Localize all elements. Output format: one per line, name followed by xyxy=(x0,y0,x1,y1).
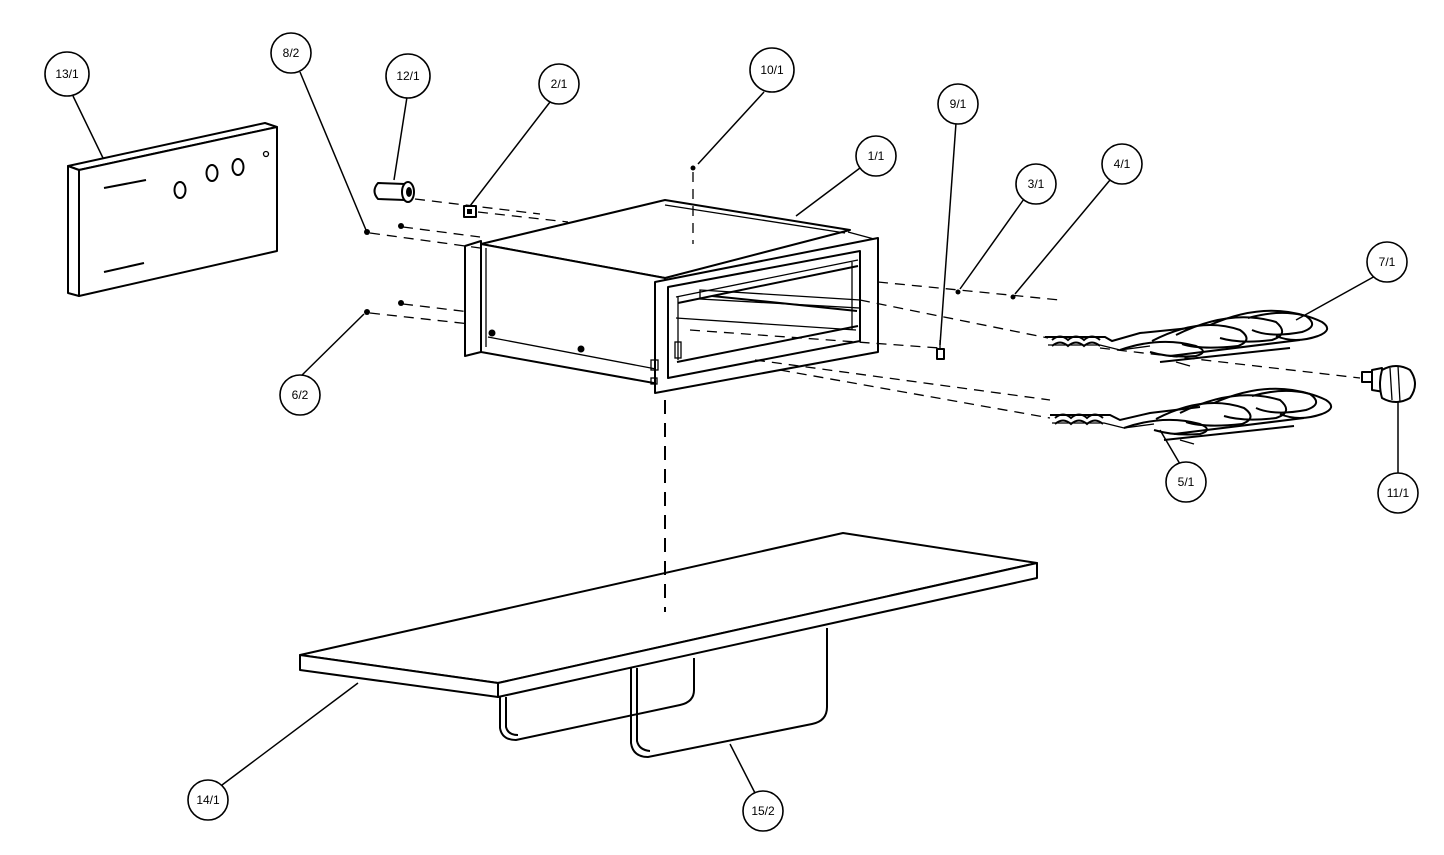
callout-11-1[interactable]: 11/1 xyxy=(1377,472,1419,514)
callouts: 13/1 8/2 12/1 2/1 10/1 1/1 9/1 3/1 4/1 7… xyxy=(44,32,1419,832)
main-housing-part[interactable] xyxy=(464,199,879,394)
callout-label: 11/1 xyxy=(1387,486,1410,500)
upper-heating-element-part[interactable] xyxy=(1045,309,1329,367)
base-plate-part[interactable] xyxy=(299,532,1038,698)
callout-8-2[interactable]: 8/2 xyxy=(270,32,312,74)
callout-label: 9/1 xyxy=(950,97,967,111)
callout-label: 13/1 xyxy=(55,67,79,81)
lower-heating-element-part[interactable] xyxy=(1050,387,1333,445)
callout-13-1[interactable]: 13/1 xyxy=(44,51,90,97)
callout-label: 7/1 xyxy=(1379,255,1396,269)
callout-10-1[interactable]: 10/1 xyxy=(749,47,795,93)
callout-9-1[interactable]: 9/1 xyxy=(937,83,979,125)
callout-label: 4/1 xyxy=(1114,157,1131,171)
callout-label: 8/2 xyxy=(283,46,300,60)
cylinder-part[interactable] xyxy=(373,181,415,203)
callout-14-1[interactable]: 14/1 xyxy=(187,779,229,821)
callout-label: 14/1 xyxy=(196,793,220,807)
callout-4-1[interactable]: 4/1 xyxy=(1101,143,1143,185)
clip-part[interactable] xyxy=(463,205,477,218)
callout-15-2[interactable]: 15/2 xyxy=(742,790,784,832)
callout-5-1[interactable]: 5/1 xyxy=(1165,461,1207,503)
callout-3-1[interactable]: 3/1 xyxy=(1015,163,1057,205)
callout-label: 6/2 xyxy=(292,388,309,402)
control-knob-part[interactable] xyxy=(1361,365,1416,403)
callout-2-1[interactable]: 2/1 xyxy=(538,63,580,105)
callout-label: 10/1 xyxy=(760,63,784,77)
leader-lines xyxy=(72,71,1399,794)
support-brackets-part[interactable] xyxy=(499,628,828,759)
callout-label: 2/1 xyxy=(551,77,568,91)
assembly-lines xyxy=(369,172,1361,612)
callout-6-2[interactable]: 6/2 xyxy=(279,374,321,416)
front-panel-part[interactable] xyxy=(67,122,278,297)
callout-label: 5/1 xyxy=(1178,475,1195,489)
callout-label: 3/1 xyxy=(1028,177,1045,191)
callout-1-1[interactable]: 1/1 xyxy=(855,135,897,177)
callout-label: 1/1 xyxy=(868,149,885,163)
callout-label: 15/2 xyxy=(751,804,775,818)
callout-12-1[interactable]: 12/1 xyxy=(385,53,431,99)
callout-7-1[interactable]: 7/1 xyxy=(1366,241,1408,283)
callout-label: 12/1 xyxy=(396,69,420,83)
